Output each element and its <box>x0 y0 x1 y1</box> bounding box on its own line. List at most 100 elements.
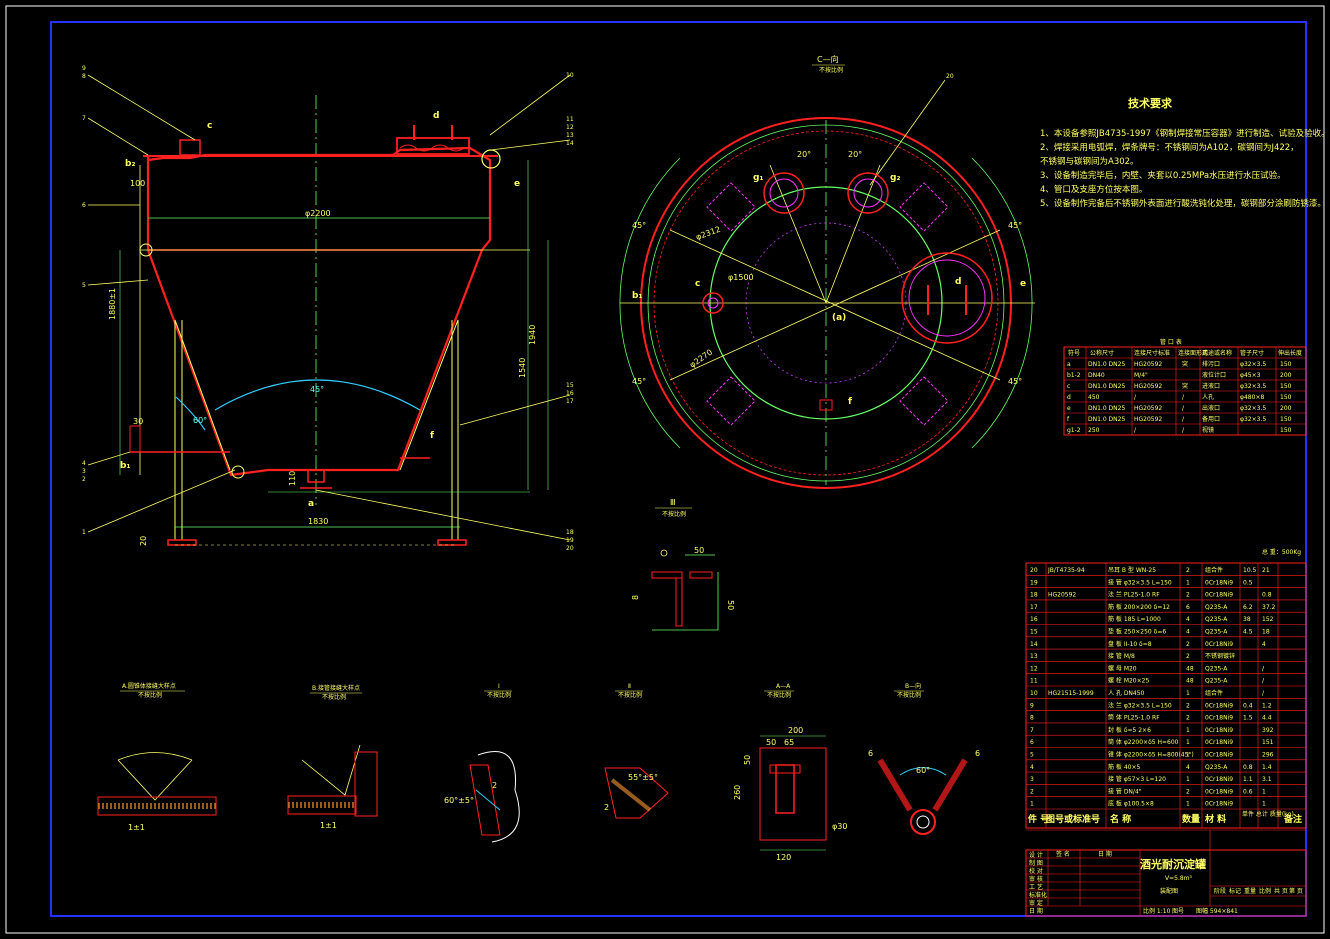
bom-cell: 6 <box>1186 604 1190 611</box>
aa-dim-65: 65 <box>784 738 794 747</box>
weld-detail-title: Ⅲ <box>670 498 676 507</box>
detail-subtitle: 不按比例 <box>767 691 791 699</box>
bom-cell: 0.6 <box>1243 788 1253 795</box>
bom-item-number: 12 <box>1030 665 1038 672</box>
bom-cell: 37.2 <box>1262 604 1276 611</box>
bom-cell: 1.5 <box>1243 715 1253 722</box>
dim-100: 100 <box>130 179 145 188</box>
detail-title: A—A <box>776 683 791 690</box>
bom-cell: Q235-A <box>1205 764 1228 771</box>
nozzle-table-cell: d <box>1067 394 1071 401</box>
nozzle-table-cell: a <box>1067 361 1071 368</box>
plan-label-f: f <box>848 397 852 407</box>
detail-dim-55-5: 55°±5° <box>628 773 658 782</box>
bom-cell: Q235-A <box>1205 604 1228 611</box>
nozzle-table-cell: 进液口 <box>1202 382 1220 390</box>
nozzle-table-cell: HG20592 <box>1134 383 1162 390</box>
part-no: 16 <box>566 390 574 397</box>
tb-role: 标准化 <box>1029 891 1047 899</box>
dim-diameter: φ2200 <box>305 209 331 218</box>
bom-cell: 人 孔 DN450 <box>1108 689 1145 697</box>
bom-cell: 吊耳 B 型 WN-25 <box>1108 566 1156 574</box>
plan-view-title: C—向 <box>817 54 839 64</box>
bom-item-number: 10 <box>1030 690 1038 697</box>
tb-role: 工 艺 <box>1029 883 1043 891</box>
bom-cell: 18 <box>1262 629 1270 636</box>
drawing-sub2: 装配图 <box>1160 887 1178 895</box>
plan-dim-2270: φ2270 <box>688 348 714 370</box>
part-no: 12 <box>566 124 574 131</box>
nozzle-b2-label: b₂ <box>125 159 135 169</box>
tb-role: 审 核 <box>1029 875 1043 883</box>
detail-title: B.接管接缝大样点 <box>312 684 360 692</box>
inner-frame <box>50 21 1307 917</box>
tb-right-head: 第 页 <box>1289 887 1303 895</box>
bom-cell: 筋 板 185 L=1000 <box>1108 615 1161 623</box>
bom-cell: 接 管 φ32×3.5 L=150 <box>1108 578 1172 586</box>
part-no: 6 <box>82 202 86 209</box>
bom-cell: 1.2 <box>1262 702 1272 709</box>
part-no: 10 <box>566 72 574 79</box>
part-no: 4 <box>82 460 86 467</box>
tb-right-head: 比例 <box>1259 887 1271 895</box>
bom-cell: 48 <box>1186 665 1194 672</box>
tb-col-sign: 签 名 <box>1056 850 1070 858</box>
dim-cone-angle: 45° <box>310 385 324 394</box>
bom-item-number: 8 <box>1030 715 1034 722</box>
bom-cell: 0Cr18Ni9 <box>1205 715 1233 722</box>
bom-cell: Q235-A <box>1205 616 1228 623</box>
bom-cell: 0.8 <box>1262 592 1272 599</box>
nozzle-c-label: c <box>207 121 212 131</box>
bom-cell: 4.5 <box>1243 629 1253 636</box>
bom-cell: 2 <box>1186 592 1190 599</box>
bom-cell: 0.4 <box>1243 702 1253 709</box>
bom-head: 数量 <box>1182 813 1200 825</box>
bom-cell: / <box>1262 678 1265 685</box>
weld-detail-iii: Ⅲ 不按比例 50 50 8 <box>631 498 735 631</box>
bom-cell: Q235-A <box>1205 678 1228 685</box>
nozzle-table-cell: 200 <box>1280 405 1292 412</box>
plan-label-b1: b₁ <box>632 291 642 301</box>
bom-cell: 盘 板 II-10 δ=8 <box>1108 640 1152 648</box>
bom-cell: 0Cr18Ni9 <box>1205 579 1233 586</box>
weld-dim-8: 8 <box>631 595 640 600</box>
tb-col-date: 日 期 <box>1098 850 1112 858</box>
nozzle-table-cell: HG20592 <box>1134 361 1162 368</box>
detail-subtitle: 不按比例 <box>322 693 346 701</box>
nozzle-table-cell: 视镜 <box>1202 426 1214 434</box>
drawing-sub: V=5.8m³ <box>1165 875 1193 882</box>
detail-subtitle: 不按比例 <box>897 691 921 699</box>
nozzle-table-cell: HG20592 <box>1134 405 1162 412</box>
detail-title: A.圆锥体接缝大样点 <box>122 682 176 690</box>
main-elevation-view: φ2200 45° 60° 1830 1880±1 30 100 110 20 … <box>82 65 574 552</box>
bom-head: 图号或标准号 <box>1046 813 1100 825</box>
nozzle-table-cell: 人孔 <box>1202 393 1214 401</box>
bom-item-number: 4 <box>1030 764 1034 771</box>
bom-cell: 2 <box>1186 702 1190 709</box>
bom-cell: 4 <box>1186 629 1190 636</box>
bom-cell: 0Cr18Ni9 <box>1205 776 1233 783</box>
plan-angle-20-b: 20° <box>848 150 862 159</box>
bom-cell: 1 <box>1186 727 1190 734</box>
bview-dim-6a: 6 <box>868 749 873 758</box>
nozzle-table-cell: / <box>1134 394 1137 401</box>
bom-cell: 10.5 <box>1243 567 1257 574</box>
nozzle-table-cell: 150 <box>1280 427 1292 434</box>
detail-subtitle: 不按比例 <box>487 691 511 699</box>
plan-label-g2: g₂ <box>890 173 900 183</box>
plan-label-e: e <box>1020 279 1026 289</box>
part-no: 7 <box>82 115 86 122</box>
bom-header: 件 号 图号或标准号 名 称 数量 材 料 单件 总计 质量(kg) 备注 <box>1028 810 1302 825</box>
aa-dim-50b: 50 <box>743 755 752 765</box>
tech-req-item: 5、设备制作完备后不锈钢外表面进行酸洗钝化处理，碳钢部分涂刷防锈漆。 <box>1040 198 1326 209</box>
bom-item-number: 14 <box>1030 641 1038 648</box>
bom-cell: 组合件 <box>1205 566 1223 574</box>
nozzle-table-cell: 150 <box>1280 361 1292 368</box>
aa-dim-50: 50 <box>766 738 776 747</box>
nozzle-table-cell: DN40 <box>1088 372 1105 379</box>
plan-dim-2312: φ2312 <box>695 225 722 242</box>
detail-title: B—向 <box>905 682 921 690</box>
bview-dim-6b: 6 <box>975 749 980 758</box>
nozzle-table-cell: DN1.0 DN25 <box>1088 405 1125 412</box>
